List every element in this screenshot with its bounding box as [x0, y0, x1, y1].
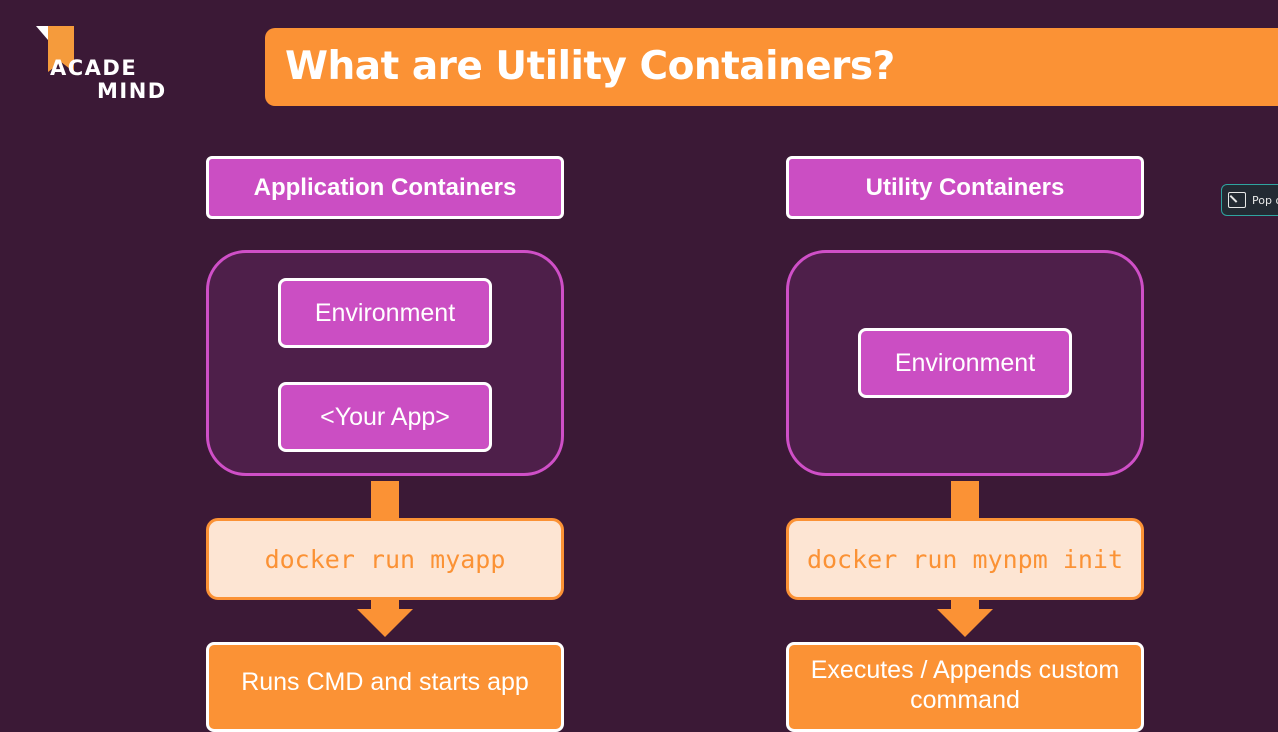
logo-text-line2: MIND — [97, 79, 167, 103]
academind-logo: ACADE MIND — [34, 26, 174, 106]
arrow-down-icon — [357, 609, 413, 637]
arrow-down-icon — [951, 481, 979, 521]
pop-out-icon — [1228, 192, 1246, 208]
app-environment-box: Environment — [278, 278, 492, 348]
utility-result-box: Executes / Appends custom command — [786, 642, 1144, 732]
arrow-shaft — [371, 598, 399, 610]
pop-out-button[interactable]: Pop o — [1221, 184, 1278, 216]
pop-out-label: Pop o — [1252, 193, 1278, 207]
app-result-box: Runs CMD and starts app — [206, 642, 564, 732]
your-app-box: <Your App> — [278, 382, 492, 452]
arrow-shaft — [951, 598, 979, 610]
utility-command-box: docker run mynpm init — [786, 518, 1144, 600]
title-banner: What are Utility Containers? — [265, 28, 1278, 106]
utility-containers-header: Utility Containers — [786, 156, 1144, 219]
arrow-down-icon — [371, 481, 399, 521]
arrow-down-icon — [937, 609, 993, 637]
application-containers-header: Application Containers — [206, 156, 564, 219]
utility-environment-box: Environment — [858, 328, 1072, 398]
app-command-box: docker run myapp — [206, 518, 564, 600]
slide-title: What are Utility Containers? — [285, 44, 895, 89]
logo-flag-icon — [48, 26, 74, 72]
utility-container-box — [786, 250, 1144, 476]
logo-text-line1: ACADE — [50, 56, 138, 80]
